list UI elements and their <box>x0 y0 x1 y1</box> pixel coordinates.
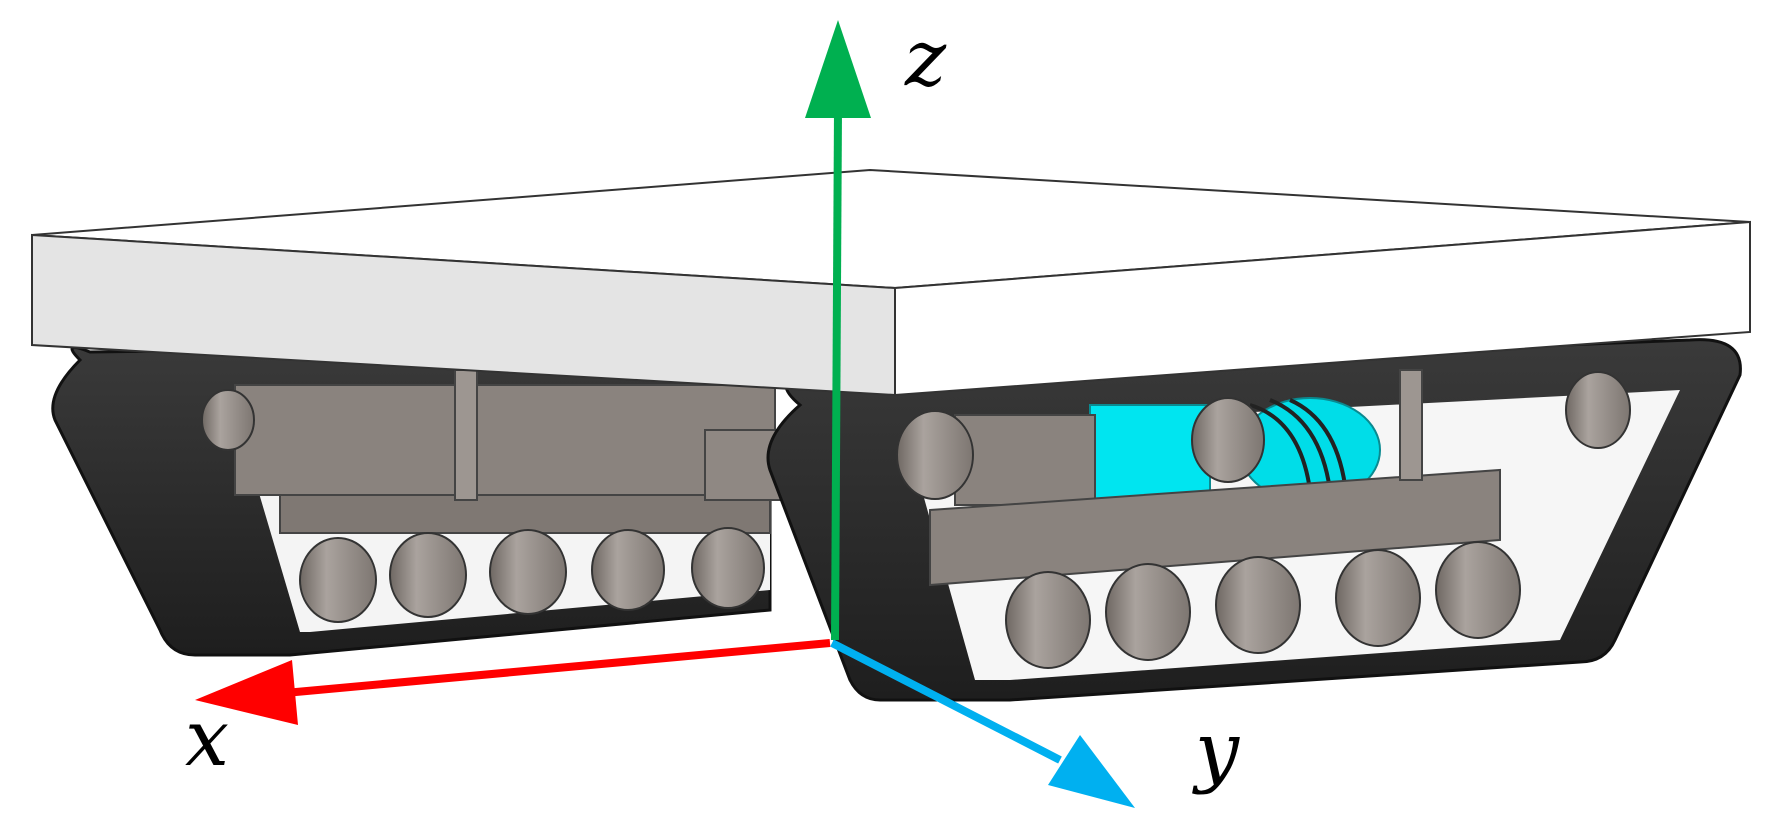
z-axis-label: z <box>905 14 947 104</box>
left-road-wheel <box>299 537 377 623</box>
y-axis-line <box>830 639 1062 764</box>
top-platform <box>31 168 1751 397</box>
motor-coupling <box>1249 398 1347 491</box>
right-support-roller <box>1191 397 1265 483</box>
y-axis-arrowhead <box>1048 735 1135 808</box>
right-frame-rail <box>929 468 1501 587</box>
right-road-wheel <box>1105 563 1191 661</box>
left-frame-beam <box>234 384 776 496</box>
y-axis-label: y <box>1195 706 1240 796</box>
x-axis-arrowhead <box>195 660 298 725</box>
z-axis-arrowhead <box>805 20 871 118</box>
left-frame-beam-lower <box>279 494 771 534</box>
left-road-wheel <box>691 527 765 609</box>
right-road-wheels <box>1005 541 1521 669</box>
right-road-wheel <box>1335 549 1421 647</box>
left-road-wheel <box>591 529 665 611</box>
right-track-assembly <box>766 338 1742 702</box>
right-road-wheel <box>1435 541 1521 639</box>
left-track-assembly <box>51 343 786 657</box>
left-idler-wheel <box>201 389 255 451</box>
right-road-wheel <box>1215 556 1301 654</box>
right-drive-wheel <box>896 410 974 500</box>
left-road-wheel <box>389 532 467 618</box>
right-road-wheel <box>1005 571 1091 669</box>
x-axis-label: x <box>185 694 229 784</box>
motor-body <box>1089 404 1211 501</box>
coordinate-axes <box>195 20 1135 808</box>
right-frame-post <box>1399 369 1423 481</box>
x-axis-line <box>284 639 831 697</box>
left-road-wheel <box>489 529 567 615</box>
left-road-wheels <box>299 527 765 623</box>
platform-right-face <box>894 220 1751 397</box>
right-frame-beam <box>954 414 1096 506</box>
right-idler-wheel <box>1565 371 1631 449</box>
z-axis-line <box>831 109 842 641</box>
left-frame-post <box>454 369 478 501</box>
